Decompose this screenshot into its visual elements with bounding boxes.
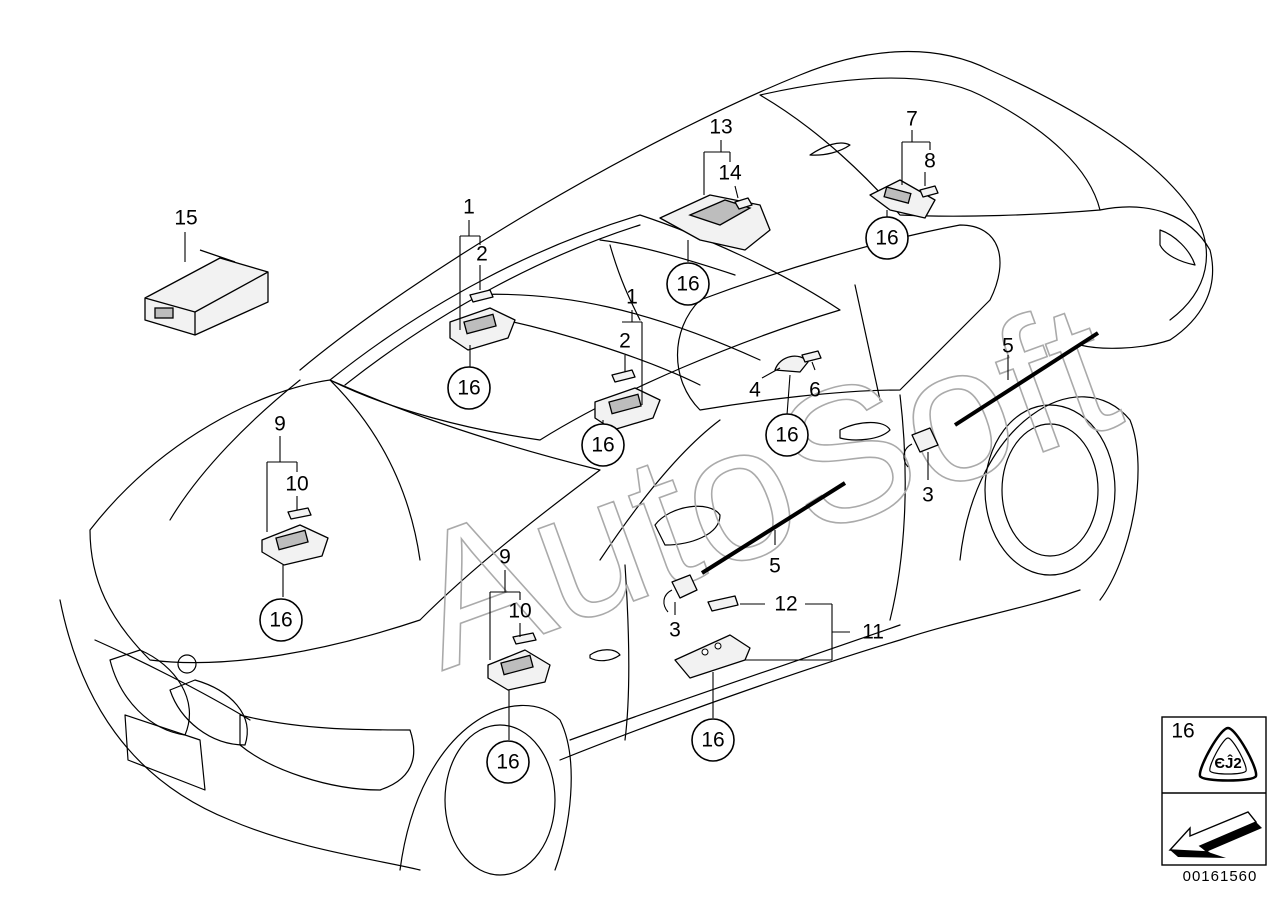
roof-console-part — [659, 194, 771, 251]
circled-callouts: 16 16 16 16 16 16 16 16 — [259, 216, 909, 784]
callout-1-left: 1 — [463, 196, 475, 219]
callout-10-right: 10 — [508, 600, 531, 623]
door-switch-rear-part — [903, 427, 939, 468]
diagram-id: 00161560 — [1182, 868, 1258, 885]
callout-labels: 1 2 1 2 3 3 4 5 5 6 7 8 9 10 9 10 11 12 … — [174, 108, 1014, 644]
circled-callout-16: 16 — [775, 424, 798, 447]
callout-2-middle: 2 — [619, 330, 631, 353]
car-outline — [59, 50, 1214, 876]
circled-callout-16: 16 — [496, 751, 519, 774]
callout-1-middle: 1 — [626, 286, 638, 309]
callout-13: 13 — [709, 116, 732, 139]
circled-callout-16: 16 — [591, 434, 614, 457]
circled-callout-16: 16 — [676, 273, 699, 296]
callout-10-left: 10 — [285, 473, 308, 496]
circled-callout-16: 16 — [875, 227, 898, 250]
rear-interior-light-part — [869, 179, 939, 219]
callout-7: 7 — [906, 108, 918, 131]
callout-12: 12 — [774, 593, 797, 616]
interior-light-left-part — [449, 289, 516, 351]
circled-callout-16: 16 — [701, 729, 724, 752]
leader-lines — [184, 130, 1009, 740]
footwell-light-left-part — [261, 507, 329, 566]
circled-callout-16: 16 — [269, 609, 292, 632]
callout-3-rear: 3 — [922, 484, 934, 507]
light-strip-rear-part — [953, 331, 1100, 427]
footwell-light-right-part — [487, 632, 551, 691]
control-module-part — [144, 249, 269, 336]
legend-number: 16 — [1171, 720, 1194, 743]
callout-3-front: 3 — [669, 619, 681, 642]
svg-text:ЄĴ2: ЄĴ2 — [1214, 754, 1241, 772]
door-switch-front-part — [663, 574, 698, 613]
warning-triangle-icon: ЄĴ2 — [1198, 726, 1258, 782]
interior-light-middle-part — [594, 369, 661, 431]
light-strip-front-part — [700, 481, 847, 575]
callout-14: 14 — [718, 162, 742, 185]
circled-callout-16: 16 — [457, 377, 480, 400]
callout-6: 6 — [809, 379, 821, 402]
parts — [144, 179, 1100, 691]
callout-8: 8 — [924, 150, 936, 173]
callout-4: 4 — [749, 379, 761, 402]
callout-11: 11 — [862, 621, 884, 644]
callout-5-rear: 5 — [1002, 335, 1014, 358]
callout-5-front: 5 — [769, 555, 781, 578]
grab-handle-light-part — [774, 350, 822, 373]
direction-arrow-icon — [1168, 811, 1262, 858]
callout-2-left: 2 — [476, 243, 488, 266]
callout-15: 15 — [174, 207, 197, 230]
callout-9-right: 9 — [499, 546, 511, 569]
callout-9-left: 9 — [274, 413, 286, 436]
luggage-light-part — [674, 595, 751, 679]
legend-box: 16 ЄĴ2 — [1161, 716, 1267, 866]
